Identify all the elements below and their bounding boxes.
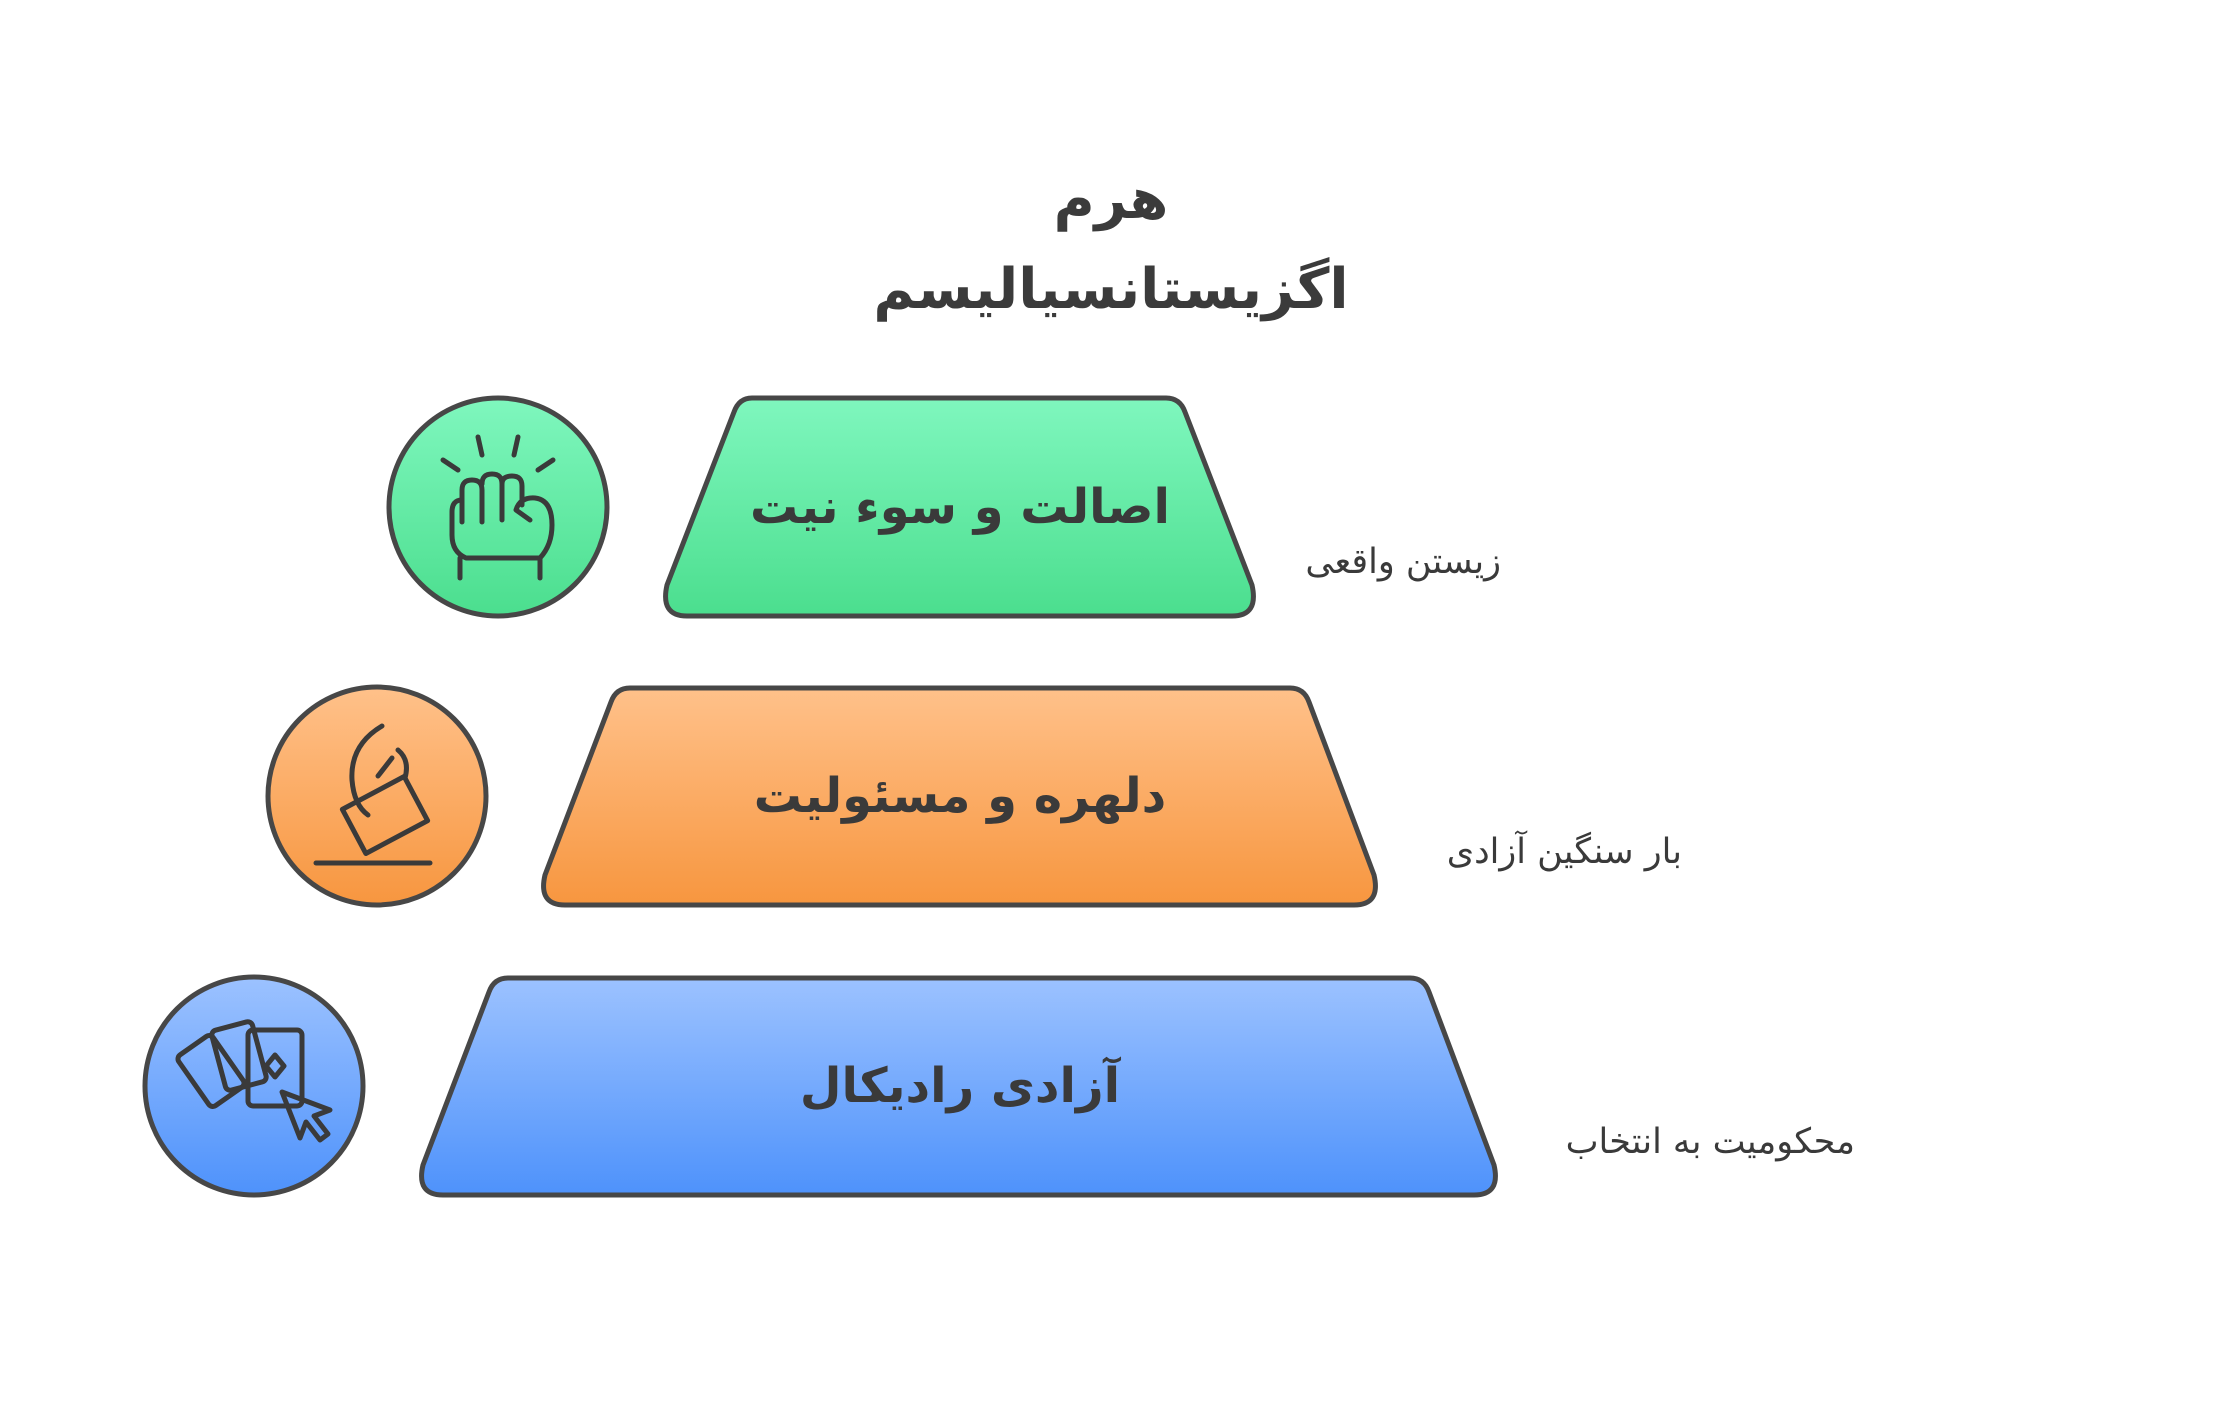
hand-dropping-ballot-icon xyxy=(265,684,489,908)
tier-2-description: بار سنگین آزادی xyxy=(1446,832,1682,872)
tier-1-label: اصالت و سوء نیت xyxy=(750,479,1170,535)
tier-3-description: محکومیت به انتخاب xyxy=(1565,1122,1855,1162)
tier-1-shape xyxy=(663,395,1256,619)
tier-3-shape xyxy=(419,975,1498,1198)
playing-cards-with-cursor-icon xyxy=(142,974,366,1198)
tier-1-description: زیستن واقعی xyxy=(1305,542,1501,582)
diagram-title: هرم اگزیستانسیالیسم xyxy=(873,167,1349,322)
tier-2-label: دلهره و مسئولیت xyxy=(753,768,1167,824)
raised-fist-icon xyxy=(386,395,610,619)
tier-3-label: آزادی رادیکال xyxy=(799,1058,1121,1114)
tier-2-shape xyxy=(541,685,1378,908)
